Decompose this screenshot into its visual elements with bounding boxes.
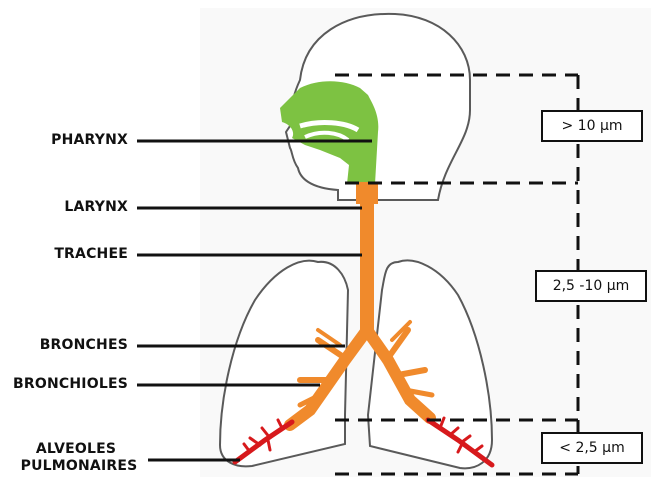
label-bronchioles: BRONCHIOLES (8, 376, 128, 392)
label-bronches: BRONCHES (20, 337, 128, 353)
label-trachee: TRACHEE (20, 246, 128, 262)
trachea (360, 182, 374, 332)
label-alveoles-line1: ALVEOLES (20, 441, 132, 457)
size-box-middle: 2,5 -10 µm (535, 270, 647, 302)
label-larynx: LARYNX (20, 199, 128, 215)
size-box-lower: < 2,5 µm (541, 432, 643, 464)
label-alveoles-line2: PULMONAIRES (20, 458, 138, 474)
larynx (356, 182, 378, 204)
size-box-upper: > 10 µm (541, 110, 643, 142)
label-pharynx: PHARYNX (20, 132, 128, 148)
